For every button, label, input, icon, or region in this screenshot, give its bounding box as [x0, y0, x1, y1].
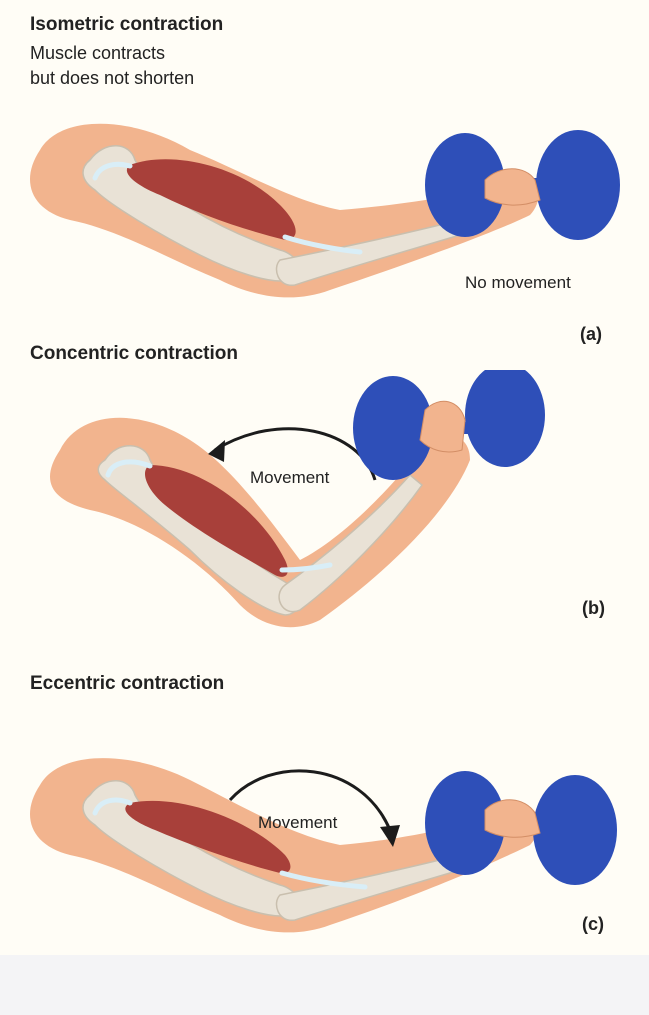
panel-a-letter: (a) [580, 324, 602, 344]
panel-a-subtitle-line-2: but does not shorten [30, 68, 195, 88]
panel-a-subtitle-line-1: Muscle contracts [30, 43, 166, 63]
forearm-bones [275, 854, 472, 921]
tendon-lower [279, 562, 333, 573]
figure: Isometric contraction Muscle contracts b… [0, 0, 649, 955]
panel-b-letter: (b) [582, 598, 605, 618]
tendon-upper [105, 459, 153, 478]
eccentric-arm-illustration [30, 758, 617, 933]
panel-b-movement-label: Movement [250, 468, 330, 487]
tendon-upper [92, 797, 133, 816]
tendon-lower [279, 870, 368, 890]
dumbbell [425, 130, 620, 240]
biceps-muscle [125, 800, 291, 874]
tendon-lower [282, 234, 363, 255]
hand [484, 799, 541, 838]
movement-arrowhead [380, 825, 400, 847]
forearm-bones [275, 219, 472, 286]
tendon-upper [92, 161, 133, 181]
isometric-arm-illustration [30, 123, 620, 298]
panel-b-title: Concentric contraction [30, 343, 238, 364]
biceps-muscle [145, 465, 288, 577]
dumbbell [353, 370, 545, 480]
panel-c-title: Eccentric contraction [30, 673, 225, 694]
concentric-arm-illustration [50, 370, 545, 628]
biceps-muscle [126, 159, 296, 240]
movement-arrowhead [208, 440, 225, 462]
humerus-bone [97, 445, 300, 616]
panel-c-movement-label: Movement [258, 813, 338, 832]
panel-a-title: Isometric contraction [30, 14, 224, 35]
hand [484, 168, 541, 206]
hand [419, 400, 466, 453]
panel-a-movement-label: No movement [465, 273, 571, 292]
panel-c-letter: (c) [582, 914, 604, 934]
forearm-bones [278, 473, 424, 613]
movement-arrow [228, 769, 392, 831]
